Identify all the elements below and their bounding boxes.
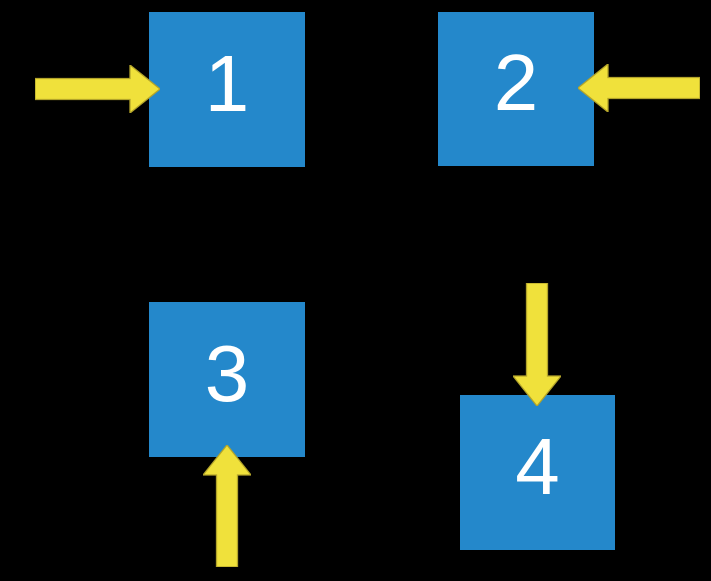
arrow-left-icon [578,64,700,112]
arrow-right-icon [35,65,160,113]
box-3: 3 [149,302,305,457]
box-3-label: 3 [204,328,250,418]
arrow-down-icon [513,283,561,406]
box-4-label: 4 [515,421,560,511]
arrow-down-shape [513,283,561,406]
arrow-left-shape [578,64,700,112]
arrow-up-icon [203,445,251,567]
box-1: 1 [149,12,305,167]
arrow-up-shape [203,445,251,567]
box-2: 2 [438,12,594,166]
arrow-right-shape [35,65,160,113]
box-4: 4 [460,395,615,550]
box-1-label: 1 [204,38,250,128]
box-2-label: 2 [493,38,539,127]
